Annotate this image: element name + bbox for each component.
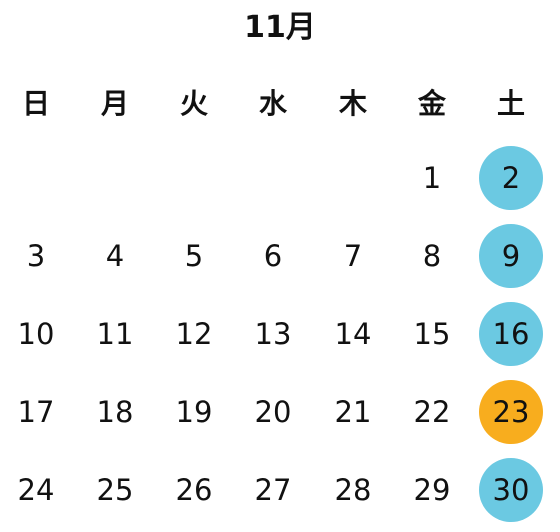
day-cell[interactable]: 9 — [479, 224, 543, 288]
day-number: 13 — [254, 317, 292, 351]
day-number: 23 — [492, 395, 530, 429]
highlight-circle-saturday: 9 — [479, 224, 543, 288]
day-cell[interactable]: 21 — [321, 382, 385, 442]
day-number: 6 — [263, 239, 283, 273]
day-number: 7 — [343, 239, 363, 273]
day-cell[interactable]: 6 — [241, 226, 305, 286]
day-number: 26 — [175, 473, 213, 507]
day-cell[interactable]: 20 — [241, 382, 305, 442]
day-number: 29 — [413, 473, 451, 507]
day-cell[interactable]: 17 — [4, 382, 68, 442]
day-cell[interactable]: 11 — [83, 304, 147, 364]
day-cell[interactable]: 16 — [479, 302, 543, 366]
day-number: 25 — [96, 473, 134, 507]
day-cell[interactable]: 2 — [479, 146, 543, 210]
day-number: 4 — [105, 239, 125, 273]
highlight-circle-saturday: 16 — [479, 302, 543, 366]
day-cell[interactable]: 28 — [321, 460, 385, 520]
weekday-thursday: 木 — [338, 87, 367, 120]
day-cell[interactable]: 8 — [400, 226, 464, 286]
weekday-sunday: 日 — [21, 87, 50, 120]
day-cell[interactable]: 29 — [400, 460, 464, 520]
day-cell[interactable]: 10 — [4, 304, 68, 364]
day-cell[interactable]: 26 — [162, 460, 226, 520]
day-number: 17 — [17, 395, 55, 429]
week-row: 10 11 12 13 14 15 16 — [0, 302, 560, 366]
week-row: 3 4 5 6 7 8 9 — [0, 224, 560, 288]
day-number: 14 — [334, 317, 372, 351]
day-number: 1 — [422, 161, 442, 195]
weekday-tuesday: 火 — [179, 87, 208, 120]
day-number: 28 — [334, 473, 372, 507]
day-number: 21 — [334, 395, 372, 429]
day-number: 16 — [492, 317, 530, 351]
day-number: 22 — [413, 395, 451, 429]
day-cell[interactable]: 15 — [400, 304, 464, 364]
weekday-monday: 月 — [100, 87, 129, 120]
highlight-circle-saturday: 2 — [479, 146, 543, 210]
day-number: 20 — [254, 395, 292, 429]
day-number: 8 — [422, 239, 442, 273]
day-number: 9 — [501, 239, 521, 273]
day-number: 2 — [501, 161, 521, 195]
day-cell[interactable]: 24 — [4, 460, 68, 520]
month-title: 11月 — [244, 10, 316, 45]
day-number: 12 — [175, 317, 213, 351]
weekday-friday: 金 — [417, 87, 446, 120]
day-cell[interactable]: 7 — [321, 226, 385, 286]
day-cell[interactable]: 19 — [162, 382, 226, 442]
day-cell[interactable]: 3 — [4, 226, 68, 286]
day-cell[interactable]: 25 — [83, 460, 147, 520]
day-cell[interactable]: 1 — [400, 148, 464, 208]
day-number: 30 — [492, 473, 530, 507]
day-number: 10 — [17, 317, 55, 351]
week-row: 24 25 26 27 28 29 30 — [0, 458, 560, 522]
highlight-circle-saturday: 30 — [479, 458, 543, 522]
day-cell[interactable]: 23 — [479, 380, 543, 444]
day-cell[interactable]: 14 — [321, 304, 385, 364]
day-number: 11 — [96, 317, 134, 351]
day-number: 3 — [26, 239, 46, 273]
day-cell[interactable]: 27 — [241, 460, 305, 520]
day-cell[interactable]: 5 — [162, 226, 226, 286]
day-number: 27 — [254, 473, 292, 507]
highlight-circle-special: 23 — [479, 380, 543, 444]
day-cell[interactable]: 4 — [83, 226, 147, 286]
weekday-wednesday: 水 — [258, 87, 287, 120]
week-row: 17 18 19 20 21 22 23 — [0, 380, 560, 444]
day-cell[interactable]: 22 — [400, 382, 464, 442]
day-cell[interactable]: 13 — [241, 304, 305, 364]
day-number: 24 — [17, 473, 55, 507]
day-number: 5 — [184, 239, 204, 273]
day-cell[interactable]: 18 — [83, 382, 147, 442]
day-number: 15 — [413, 317, 451, 351]
day-number: 19 — [175, 395, 213, 429]
weekday-header: 日 月 火 水 木 金 土 — [0, 72, 560, 132]
day-cell[interactable]: 30 — [479, 458, 543, 522]
weekday-saturday: 土 — [496, 87, 525, 120]
day-number: 18 — [96, 395, 134, 429]
day-cell[interactable]: 12 — [162, 304, 226, 364]
